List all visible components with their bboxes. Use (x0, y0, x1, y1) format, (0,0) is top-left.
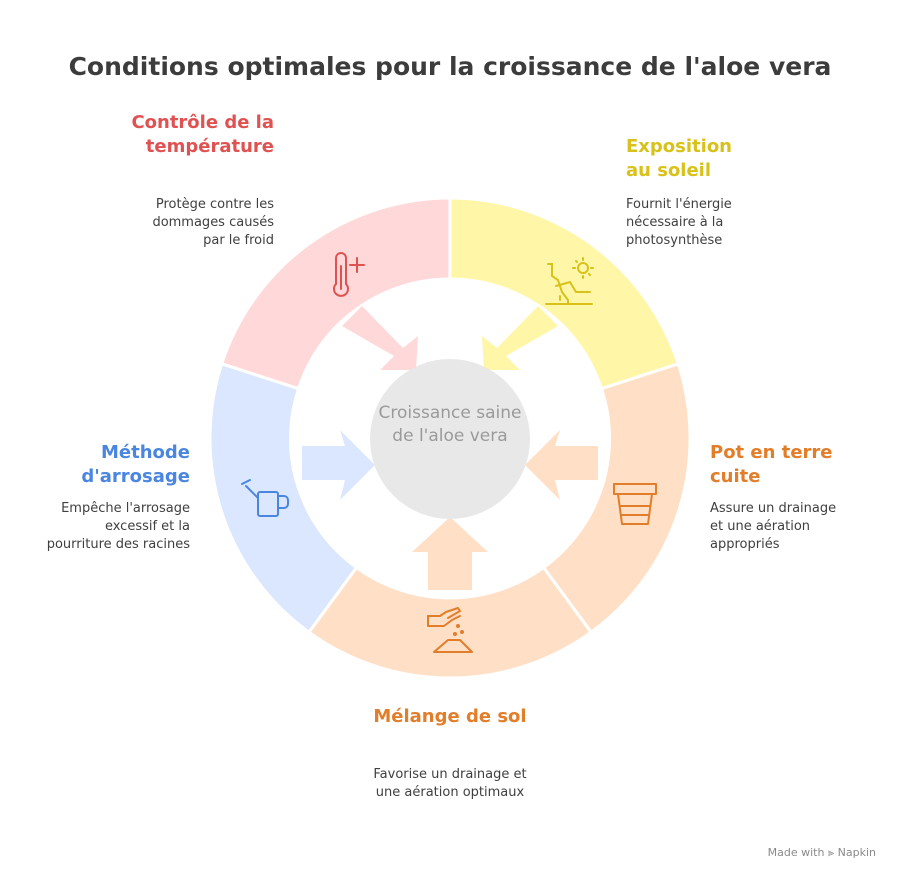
arrow-temperature (342, 306, 418, 370)
segment-pot (541, 361, 692, 635)
center-label: Croissance saine de l'aloe vera (378, 403, 522, 446)
diagram-title: Conditions optimales pour la croissance … (68, 52, 832, 81)
label-temperature: Contrôle de la température (131, 112, 274, 157)
arrow-arrosage (302, 430, 375, 500)
napkin-watermark: Made with ⫸ Napkin (767, 846, 876, 859)
label-pot: Pot en terre cuite (710, 442, 833, 487)
desc-temperature: Protège contre les dommages causés par l… (152, 197, 274, 248)
soil-hand-icon (427, 607, 473, 653)
desc-pot: Assure un drainage et une aération appro… (710, 501, 837, 552)
thermometer-icon (333, 252, 365, 297)
arrow-soleil (482, 306, 558, 370)
sun-landscape-icon (545, 257, 594, 305)
label-soleil: Exposition au soleil (626, 136, 732, 181)
arrow-sol (412, 517, 488, 590)
pot-icon (613, 483, 657, 525)
desc-sol: Favorise un drainage et une aération opt… (373, 767, 527, 800)
center-circle (370, 359, 530, 519)
label-arrosage: Méthode d'arrosage (81, 442, 190, 487)
arrow-pot (525, 430, 598, 500)
label-sol: Mélange de sol (373, 706, 527, 727)
desc-arrosage: Empêche l'arrosage excessif et la pourri… (46, 501, 190, 552)
desc-soleil: Fournit l'énergie nécessaire à la photos… (626, 197, 732, 248)
segment-arrosage (208, 361, 359, 635)
watering-can-icon (241, 479, 289, 517)
